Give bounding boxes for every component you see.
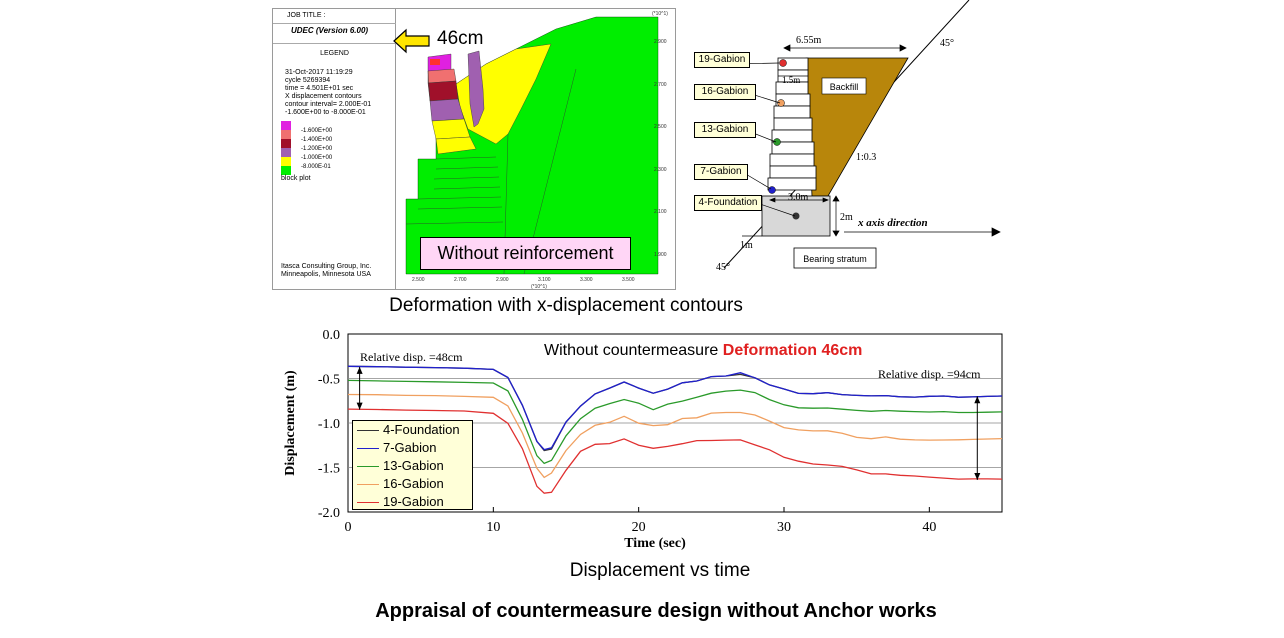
- angle-bottom-label: 45°: [716, 262, 730, 273]
- y-tick-label: 0.0: [323, 328, 341, 343]
- foundation-height-label: 2m: [840, 212, 853, 223]
- contour-swatch: [281, 166, 291, 175]
- company: Itasca Consulting Group, Inc. Minneapoli…: [281, 263, 372, 278]
- annotation-94cm: Relative disp. =94cm: [878, 367, 981, 381]
- info-line: cycle 5269394: [285, 77, 331, 84]
- slope-label: 1:0.3: [856, 152, 876, 163]
- y-tick-label: -1.5: [318, 462, 340, 477]
- x-tick-label: 30: [777, 520, 791, 535]
- offset-label: 1m: [740, 240, 753, 251]
- job-title: JOB TITLE :: [287, 12, 326, 19]
- gabion-19-tag: 19-Gabion: [694, 52, 750, 68]
- udec-version: UDEC (Version 6.00): [291, 26, 369, 35]
- gabion-16-tag: 16-Gabion: [694, 84, 756, 100]
- chart-title-highlight: Deformation 46cm: [722, 342, 863, 359]
- udec-legend: JOB TITLE : UDEC (Version 6.00) LEGEND 3…: [273, 9, 396, 289]
- legend-item: 16-Gabion: [353, 475, 473, 493]
- y-axis-label: Displacement (m): [283, 370, 298, 476]
- contour-label: -1.400E+00: [301, 137, 333, 143]
- bearing-stratum-label: Bearing stratum: [803, 254, 867, 264]
- y-tick-labels: (*10^1) 2.900 2.700 2.500 2.300 2.100 1.…: [652, 11, 668, 258]
- series-line: [347, 365, 1003, 451]
- y-tick-label: -0.5: [318, 373, 340, 388]
- contour-label: -1.000E+00: [301, 155, 333, 161]
- legend-item: 7-Gabion: [353, 439, 473, 457]
- x-tick-label: 20: [632, 520, 646, 535]
- legend-info: 31-Oct-2017 11:19:29 cycle 5269394 time …: [285, 69, 371, 117]
- info-line: contour interval= 2.000E-01: [285, 101, 372, 108]
- legend-item: 4-Foundation: [353, 421, 473, 439]
- udec-panel: JOB TITLE : UDEC (Version 6.00) LEGEND 3…: [272, 8, 676, 290]
- series-line: [347, 393, 1003, 479]
- annotation-48cm: Relative disp. =48cm: [360, 350, 463, 364]
- gabion-13-tag: 13-Gabion: [694, 122, 756, 138]
- width-top-label: 6.55m: [796, 35, 822, 46]
- backfill-label: Backfill: [830, 82, 859, 92]
- contour-label: -1.600E+00: [301, 128, 333, 134]
- x-axis-label: Time (sec): [624, 536, 686, 551]
- legend-item: 13-Gabion: [353, 457, 473, 475]
- contour-swatch: [281, 121, 291, 130]
- info-line: X displacement contours: [285, 93, 362, 100]
- displacement-contour-plot: [405, 16, 659, 275]
- info-line: -1.600E+00 to -8.000E-01: [285, 109, 366, 116]
- without-reinforcement-label: Without reinforcement: [420, 237, 631, 270]
- chart-title: Without countermeasure Deformation 46cm: [544, 342, 862, 360]
- foundation-tag: 4-Foundation: [694, 195, 762, 211]
- contour-legend: -1.600E+00 -1.400E+00 -1.200E+00 -1.000E…: [273, 119, 396, 179]
- contour-label: -8.000E-01: [301, 164, 331, 170]
- legend-heading: LEGEND: [320, 50, 349, 57]
- left-arrow-icon: [393, 28, 430, 54]
- block-plot-label: block plot: [281, 175, 311, 182]
- gabion-schematic: Backfill 6.55m 1.5m 3.0m 1:0.3 45° 45° 2…: [716, 0, 1001, 273]
- x-tick-label: 10: [486, 520, 500, 535]
- x-axis-direction-label: x axis direction: [857, 217, 928, 229]
- relative-disp-arrow-94-head: [974, 472, 981, 480]
- info-line: time = 4.501E+01 sec: [285, 85, 354, 92]
- caption-deformation: Deformation with x-displacement contours: [389, 295, 743, 316]
- contour-swatch: [281, 157, 291, 166]
- width-inner-label: 1.5m: [782, 75, 800, 85]
- contour-swatch: [281, 148, 291, 157]
- model-area: (*10^1) 2.900 2.700 2.500 2.300 2.100 1.…: [396, 9, 676, 290]
- legend-item: 19-Gabion: [353, 493, 473, 511]
- caption-displacement-vs-time: Displacement vs time: [569, 560, 751, 581]
- chart-title-text: Without countermeasure: [544, 342, 719, 359]
- chart-legend: 4-Foundation 7-Gabion 13-Gabion 16-Gabio…: [352, 420, 473, 510]
- info-line: 31-Oct-2017 11:19:29: [285, 69, 353, 76]
- contour-swatch: [281, 130, 291, 139]
- series-line: [347, 379, 1003, 465]
- y-tick-label: -2.0: [318, 506, 340, 521]
- x-tick-label: 40: [922, 520, 936, 535]
- x-tick-label: 0: [345, 520, 352, 535]
- contour-swatch: [281, 139, 291, 148]
- contour-label: -1.200E+00: [301, 146, 333, 152]
- relative-disp-arrow-48-head: [356, 366, 363, 374]
- relative-disp-arrow-94-head: [974, 396, 981, 404]
- x-tick-labels: 2.500 2.700 2.900 3.100 3.300 3.500 (*10…: [412, 277, 635, 290]
- angle-top-label: 45°: [940, 38, 954, 49]
- relative-disp-arrow-48-head: [356, 402, 363, 410]
- footer-title: Appraisal of countermeasure design witho…: [375, 600, 937, 622]
- y-tick-label: -1.0: [318, 417, 340, 432]
- width-base-label: 3.0m: [788, 192, 809, 203]
- series-line: [347, 408, 1003, 494]
- gabion-7-tag: 7-Gabion: [694, 164, 748, 180]
- displacement-46cm: 46cm: [437, 28, 484, 49]
